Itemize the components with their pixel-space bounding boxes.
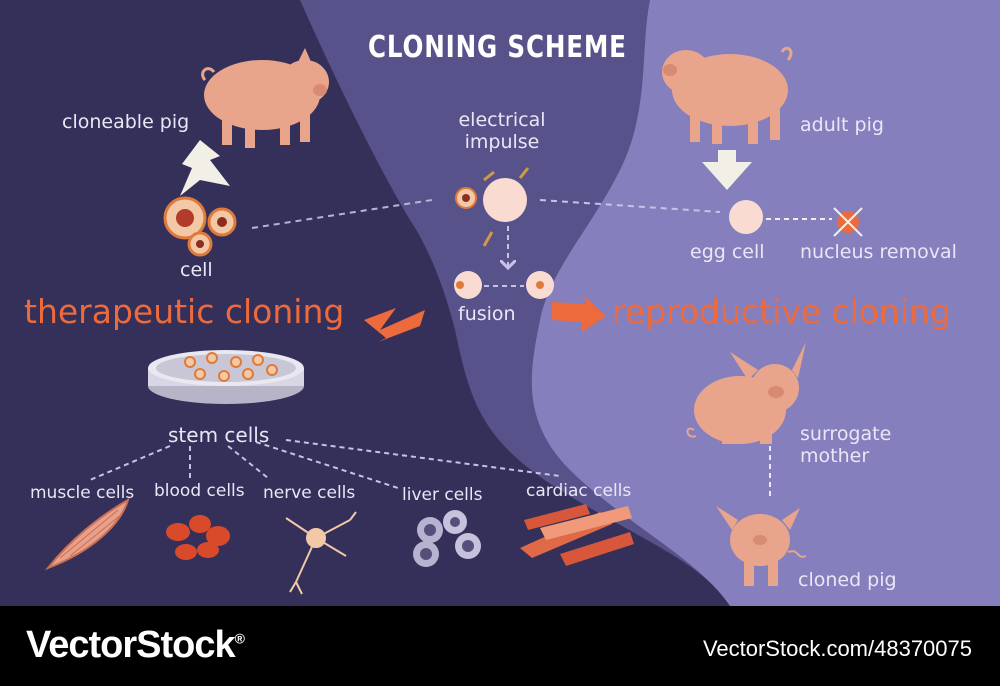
vectorstock-logo: VectorStock® [26,624,245,667]
arrow-to-cell-icon [180,140,230,196]
label-blood-cells: blood cells [154,481,245,501]
petri-dish-icon [148,350,304,404]
label-stem-cells: stem cells [168,423,270,447]
fusion-cells-icon [454,271,554,299]
arrow-therapeutic-icon [364,308,425,342]
cardiac-cells-icon [520,504,634,566]
label-liver-cells: liver cells [402,485,483,505]
heading-therapeutic-cloning: therapeutic cloning [24,292,345,331]
label-surrogate-mother: surrogate mother [800,423,892,468]
connector-impulse-egg [539,199,721,213]
cloning-scheme-infographic: CLONING SCHEME cloneable pig cell electr… [0,0,1000,606]
label-nerve-cells: nerve cells [263,483,356,503]
label-cloned-pig: cloned pig [798,569,897,591]
label-electrical-impulse-line1: electrical [458,109,546,131]
label-electrical-impulse-line2: impulse [464,130,540,153]
nucleus-removal-icon [833,207,863,237]
adult-pig-icon [662,46,793,144]
label-cloneable-pig: cloneable pig [62,111,190,133]
heading-reproductive-cloning: reproductive cloning [612,292,952,331]
stem-cell-branches [89,439,561,489]
nerve-cell-icon [285,511,357,595]
liver-cells-icon [413,510,481,567]
cloneable-pig-icon [201,48,329,148]
donor-cells-icon [163,196,237,257]
blood-cells-icon [166,515,230,560]
label-adult-pig: adult pig [800,114,884,136]
label-nucleus-removal: nucleus removal [800,241,957,263]
label-cell: cell [180,259,213,281]
brand-name: VectorStock [26,624,236,666]
label-surrogate-mother-line1: surrogate [800,423,892,445]
cloned-pig-icon [716,506,807,586]
connector-cell-impulse [251,199,433,229]
image-url: VectorStock.com/48370075 [702,636,972,661]
label-egg-cell: egg cell [690,241,765,263]
surrogate-mother-pig-icon [686,342,806,444]
background-graphics [44,0,1000,606]
muscle-cells-icon [44,497,130,571]
arrow-to-egg-icon [702,150,752,190]
watermark-footer: VectorStock® VectorStock.com/48370075 [0,606,1000,686]
label-cardiac-cells: cardiac cells [526,481,632,501]
electrical-impulse-icon [455,167,530,247]
light-region [531,0,1000,606]
brand-registered-mark: ® [234,630,245,647]
page-title: CLONING SCHEME [368,30,627,65]
label-surrogate-mother-line2: mother [800,444,870,467]
label-electrical-impulse: electrical impulse [444,109,560,154]
label-fusion: fusion [458,303,516,325]
arrow-reproductive-icon [552,296,606,332]
egg-cell-icon [729,200,763,234]
label-muscle-cells: muscle cells [30,483,135,503]
